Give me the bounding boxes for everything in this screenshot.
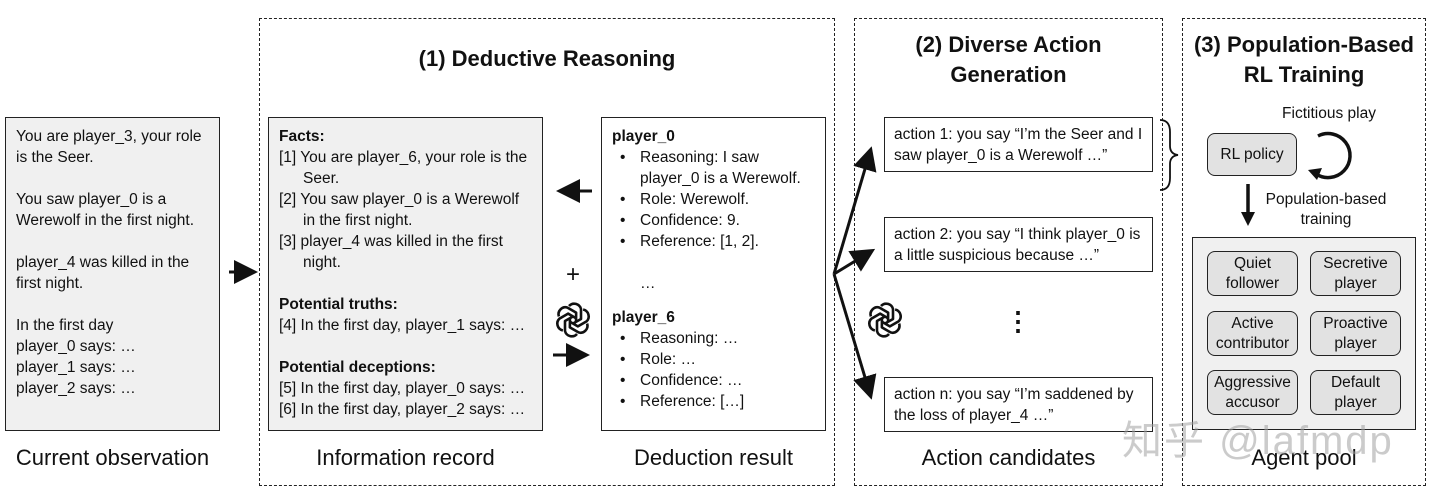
player0-item: Confidence: 9. [620, 210, 815, 231]
player0-item: Role: Werewolf. [620, 189, 815, 210]
agent-line1: Proactive [1323, 314, 1388, 332]
population-training-title: (3) Population-Based RL Training [1182, 30, 1426, 90]
watermark: 知乎 @lafmdp [1122, 419, 1394, 463]
agent-line1: Quiet [1233, 254, 1272, 272]
agent-line2: contributor [1215, 334, 1290, 352]
fact-item: [3] player_4 was killed in the first nig… [279, 233, 503, 271]
down-arrow-icon [1238, 184, 1258, 228]
player6-heading: player_6 [612, 309, 675, 326]
action-candidate-1: action 1: you say “I’m the Seer and I sa… [884, 117, 1153, 172]
population-based-line1: Population-based [1265, 191, 1387, 208]
fact-item: [2] You saw player_0 is a Werewolf in th… [279, 191, 520, 229]
agent-default-player: Default player [1310, 370, 1401, 415]
agent-proactive-player: Proactive player [1310, 311, 1401, 356]
player6-item: Reference: […] [620, 391, 815, 412]
agent-line1: Default [1330, 373, 1381, 391]
deceptions-heading: Potential deceptions: [279, 359, 436, 376]
diverse-action-title: (2) Diverse Action Generation [854, 30, 1163, 90]
player0-list: Reasoning: I saw player_0 is a Werewolf.… [612, 147, 815, 252]
agent-pool-caption: Agent pool [1251, 445, 1357, 470]
agent-quiet-follower: Quiet follower [1207, 251, 1298, 296]
vertical-ellipsis: ⋮ [1005, 306, 1031, 336]
deception-item: [6] In the first day, player_2 says: … [279, 401, 526, 418]
deduction-result-caption: Deduction result [634, 445, 793, 470]
facts-heading: Facts: [279, 128, 325, 145]
agent-secretive-player: Secretive player [1310, 251, 1401, 296]
truths-heading: Potential truths: [279, 296, 398, 313]
population-training-title-line1: (3) Population-Based [1193, 32, 1414, 57]
player6-item: Confidence: … [620, 370, 815, 391]
diverse-action-title-line1: (2) Diverse Action [915, 32, 1102, 57]
agent-line2: accusor [1225, 393, 1280, 411]
player6-item: Role: … [620, 349, 815, 370]
population-training-title-line2: RL Training [1243, 62, 1365, 87]
player0-heading: player_0 [612, 128, 675, 145]
agent-line1: Active [1231, 314, 1274, 332]
information-record-box: Facts: [1] You are player_6, your role i… [268, 117, 543, 431]
information-record-caption: Information record [316, 445, 495, 470]
observation-caption: Current observation [15, 445, 210, 470]
observation-line: In the first day player_0 says: … player… [16, 317, 136, 397]
action-candidate-n: action n: you say “I’m saddened by the l… [884, 377, 1153, 432]
observation-line: You are player_3, your role is the Seer. [16, 128, 202, 166]
rl-policy-label: RL policy [1220, 145, 1284, 163]
observation-line: player_4 was killed in the first night. [16, 254, 190, 292]
action-candidates-caption: Action candidates [921, 445, 1096, 470]
agent-line2: player [1334, 274, 1377, 292]
openai-logo-icon [553, 300, 593, 340]
agent-active-contributor: Active contributor [1207, 311, 1298, 356]
population-training-panel [1182, 18, 1426, 486]
population-based-label: Population-based training [1256, 190, 1396, 230]
plus-sign: + [565, 261, 580, 288]
agent-line2: player [1334, 393, 1377, 411]
deductive-reasoning-title: (1) Deductive Reasoning [418, 46, 676, 71]
fact-item: [1] You are player_6, your role is the S… [279, 149, 528, 187]
deception-item: [5] In the first day, player_0 says: … [279, 380, 526, 397]
agent-line2: player [1334, 334, 1377, 352]
openai-logo-icon [865, 300, 905, 340]
fictitious-play-label: Fictitious play [1282, 105, 1376, 122]
cycle-arrow-icon [1306, 128, 1358, 184]
population-based-line2: training [1300, 211, 1352, 228]
agent-aggressive-accusor: Aggressive accusor [1207, 370, 1298, 415]
observation-line: You saw player_0 is a Werewolf in the fi… [16, 191, 195, 229]
player6-item: Reasoning: … [620, 328, 815, 349]
agent-line1: Secretive [1323, 254, 1388, 272]
player6-list: Reasoning: … Role: … Confidence: … Refer… [612, 328, 815, 412]
deduction-ellipsis: … [640, 275, 656, 292]
observation-box: You are player_3, your role is the Seer.… [5, 117, 220, 431]
rl-policy-box: RL policy [1207, 133, 1297, 176]
truth-item: [4] In the first day, player_1 says: … [279, 317, 526, 334]
diverse-action-title-line2: Generation [950, 62, 1067, 87]
agent-line1: Aggressive [1214, 373, 1291, 391]
agent-line2: follower [1225, 274, 1280, 292]
action-candidate-2: action 2: you say “I think player_0 is a… [884, 217, 1153, 272]
deduction-result-box: player_0 Reasoning: I saw player_0 is a … [601, 117, 826, 431]
player0-item: Reference: [1, 2]. [620, 231, 815, 252]
player0-item: Reasoning: I saw player_0 is a Werewolf. [620, 147, 815, 189]
